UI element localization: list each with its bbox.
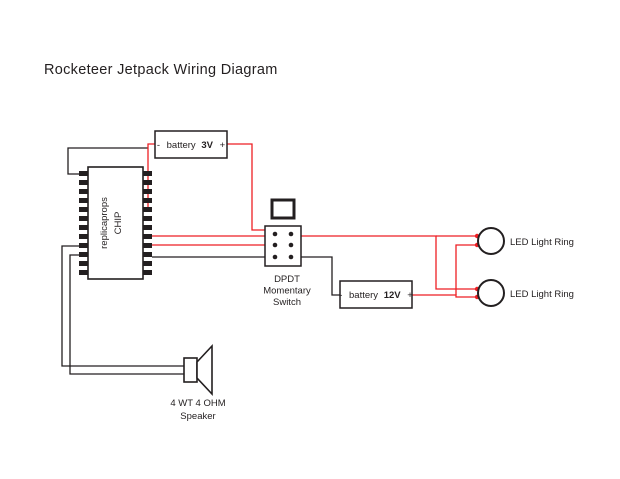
battery-3v-plus: + [220,140,226,151]
wire-segment-speaker-1 [61,245,184,367]
speaker-label-line2: Speaker [180,411,215,422]
chip-pin [79,243,88,248]
chip-pin [79,225,88,230]
led-ring-bottom-icon [477,279,505,307]
red-wires [147,143,477,298]
page-title: Rocketeer Jetpack Wiring Diagram [44,62,278,78]
switch-pin [288,242,294,248]
chip-pin [79,171,88,176]
chip-pin [79,198,88,203]
battery-3v-component: - battery 3V + [154,130,228,159]
chip-pin [79,252,88,257]
chip-pin [79,261,88,266]
led-ring-top-icon [477,227,505,255]
battery-3v-minus: - [157,140,160,151]
chip-pin [143,234,152,239]
chip-pin [79,234,88,239]
speaker-label-line1: 4 WT 4 OHM [170,398,225,409]
battery-12v-label: - battery 12V + [339,290,413,301]
chip-pin [79,189,88,194]
battery-12v-text: battery [349,290,378,301]
chip-pin [143,198,152,203]
battery-3v-voltage: 3V [201,140,213,151]
chip-component: replicaprops CHIP [79,166,152,280]
chip-pins-right [143,171,152,275]
chip-pin [143,189,152,194]
wire-segment [67,147,148,175]
switch-pin-box [264,225,302,267]
battery-3v-label: - battery 3V + [157,140,226,151]
led-ring-bottom-component: LED Light Ring [477,279,574,307]
speaker-cone-icon [196,343,213,397]
led-ring-top-component: LED Light Ring [477,227,574,255]
switch-label-line3: Switch [273,297,301,308]
switch-label-line1: DPDT [274,274,300,285]
chip-pin [143,225,152,230]
battery-12v-plus: + [407,290,413,301]
chip-pin [143,252,152,257]
chip-pin [143,207,152,212]
chip-pin [79,207,88,212]
chip-pin [143,261,152,266]
switch-pin [272,254,278,260]
battery-3v-text: battery [167,140,196,151]
chip-pin [79,180,88,185]
speaker-component: 4 WT 4 OHM Speaker [170,343,226,422]
switch-pin [288,231,294,237]
wire-segment-battery12v-plus [412,294,477,298]
black-wires [61,147,340,375]
chip-label-line2: CHIP [113,212,124,235]
chip-body [87,166,144,280]
chip-pin [143,243,152,248]
wire-segment-speaker-2 [69,254,184,375]
switch-label-line2: Momentary [263,286,311,297]
battery-12v-voltage: 12V [384,290,402,301]
battery-12v-box [339,280,413,309]
chip-pin [143,270,152,275]
chip-pin [79,216,88,221]
led-ring-top-label: LED Light Ring [510,237,574,248]
speaker-body [183,357,198,383]
chip-pin [143,171,152,176]
led-ring-bottom-label: LED Light Ring [510,289,574,300]
wire-segment-battery3v-plus [227,143,265,231]
wire-segment-switch-to-battery12v [301,256,340,296]
battery-3v-box [154,130,228,159]
wire-segment-led-bus [455,244,477,295]
chip-pins-left [79,171,88,275]
switch-pin [288,254,294,260]
battery-12v-minus: - [339,290,342,301]
switch-pin [272,242,278,248]
switch-pins [272,231,294,260]
switch-pin [272,231,278,237]
chip-pin [79,270,88,275]
chip-pin [143,216,152,221]
battery-12v-component: - battery 12V + [339,280,413,309]
chip-label-line1: replicaprops [99,197,110,249]
dpdt-switch-component: DPDT Momentary Switch [263,198,311,308]
switch-lever-block [270,198,296,220]
chip-pin [143,180,152,185]
